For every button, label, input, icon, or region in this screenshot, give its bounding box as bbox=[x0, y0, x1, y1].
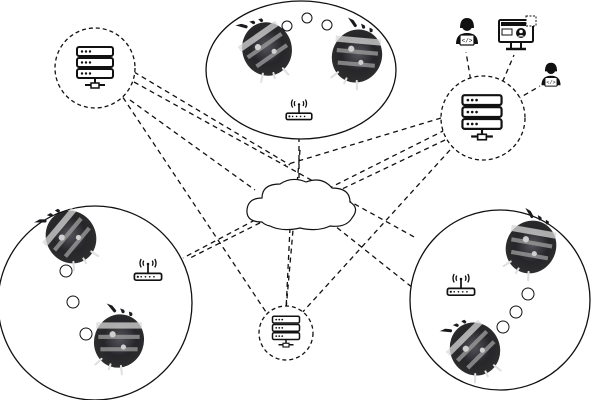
waypoint-marker bbox=[509, 305, 523, 319]
waypoint-marker bbox=[281, 20, 293, 32]
robot-cluster-left[interactable] bbox=[0, 192, 193, 400]
link-rightserver-cloud2 bbox=[339, 139, 446, 191]
developer-user-icon bbox=[540, 62, 562, 87]
waypoint-marker bbox=[321, 19, 333, 31]
link-topleftserver-cloud bbox=[133, 71, 291, 166]
link-rightserver-bottomserver bbox=[299, 149, 451, 316]
waypoint-marker bbox=[496, 320, 510, 334]
cluster-boundary bbox=[0, 205, 193, 400]
link-rightserver-leftcluster bbox=[189, 129, 446, 259]
link-rightserver-user1 bbox=[465, 51, 473, 89]
edge-server-top-left[interactable] bbox=[54, 27, 136, 109]
cloud-server-right[interactable] bbox=[440, 75, 526, 161]
link-rightserver-cloud bbox=[284, 117, 442, 166]
waypoint-marker bbox=[66, 295, 80, 309]
waypoint-marker bbox=[59, 264, 73, 278]
link-rightserver-user2 bbox=[498, 54, 515, 91]
cloud-icon bbox=[246, 178, 357, 231]
link-cloud-leftcluster bbox=[182, 219, 256, 259]
robot-cluster-right[interactable] bbox=[409, 201, 591, 391]
link-rightserver-user3 bbox=[515, 85, 541, 101]
developer-workstation[interactable] bbox=[455, 15, 562, 87]
link-cloud-bottomserver bbox=[285, 227, 291, 311]
waypoint-marker bbox=[301, 12, 313, 24]
screen-badge-icon bbox=[525, 15, 537, 27]
robot-cluster-top[interactable] bbox=[205, 0, 397, 140]
waypoint-marker bbox=[79, 327, 93, 341]
connection-lines bbox=[117, 51, 541, 319]
cluster-boundary bbox=[409, 209, 591, 391]
edge-server-bottom[interactable] bbox=[258, 305, 314, 361]
link-topleftserver-bottomserver bbox=[117, 89, 271, 319]
waypoint-marker bbox=[521, 287, 535, 301]
link-topleftserver-rightcluster bbox=[129, 99, 256, 191]
cloud[interactable] bbox=[246, 178, 357, 231]
link-cloud-rightcluster bbox=[329, 221, 419, 293]
developer-user-icon bbox=[455, 17, 479, 46]
